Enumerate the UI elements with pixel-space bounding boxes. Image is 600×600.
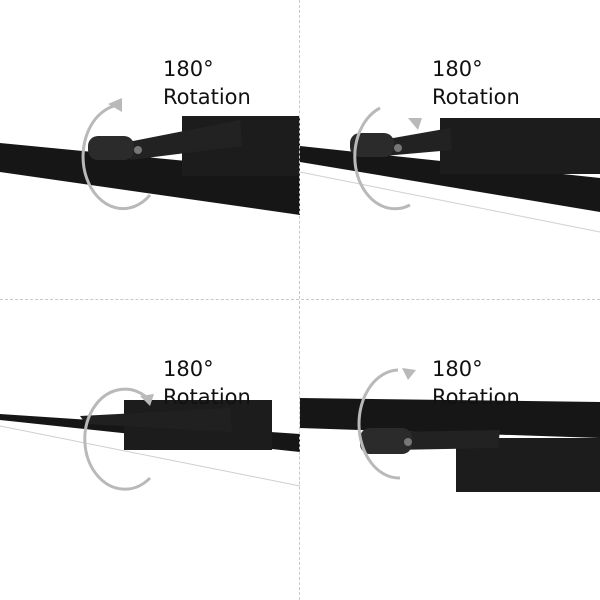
fixture-illustration xyxy=(0,98,300,215)
rotation-caption: 180° Rotation xyxy=(432,355,520,411)
panel-top-left: 180° Rotation xyxy=(0,0,300,300)
rotation-degrees: 180° xyxy=(432,357,483,381)
rotation-label: Rotation xyxy=(163,385,251,409)
rotation-caption: 180° Rotation xyxy=(163,55,251,111)
rotation-arrow xyxy=(83,387,152,491)
fixture-illustration xyxy=(0,387,300,491)
rotation-degrees: 180° xyxy=(163,357,214,381)
panel-top-right: 180° Rotation xyxy=(300,0,600,300)
rotation-degrees: 180° xyxy=(432,57,483,81)
rotation-caption: 180° Rotation xyxy=(432,55,520,111)
rotation-degrees: 180° xyxy=(163,57,214,81)
rotation-label: Rotation xyxy=(432,385,520,409)
rotation-label: Rotation xyxy=(163,85,251,109)
rotation-arrow xyxy=(357,368,401,480)
panel-bottom-left: 180° Rotation xyxy=(0,300,300,600)
vertical-divider xyxy=(299,0,300,600)
fixture-illustration xyxy=(300,368,600,492)
rotation-caption: 180° Rotation xyxy=(163,355,251,411)
rotation-arrow xyxy=(353,106,411,211)
fixture-illustration xyxy=(300,106,600,233)
rotation-label: Rotation xyxy=(432,85,520,109)
horizontal-divider xyxy=(0,299,600,300)
panel-bottom-right: 180° Rotation xyxy=(300,300,600,600)
rotation-arrow xyxy=(81,103,152,211)
